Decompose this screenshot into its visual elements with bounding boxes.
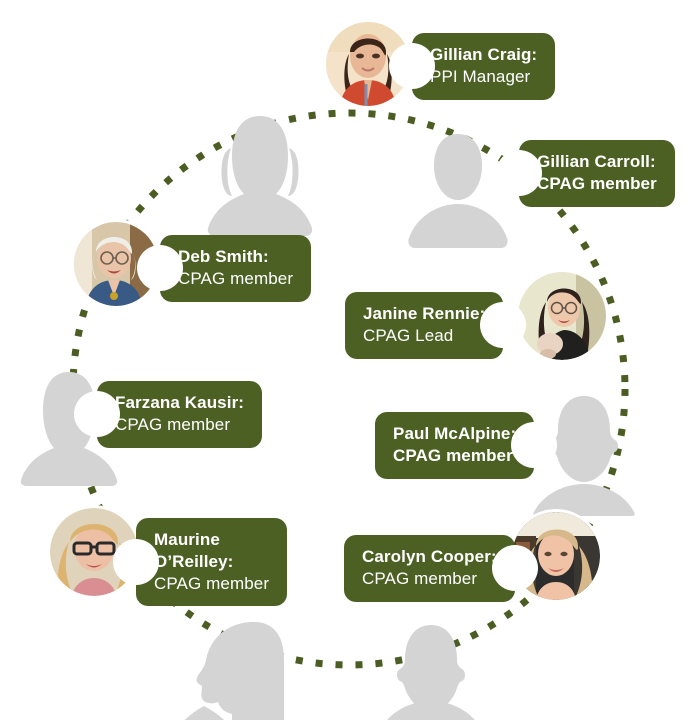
avatar-placeholder-bottom-left — [184, 620, 294, 720]
pill-notch — [491, 545, 538, 592]
member-name-line2: O’Reilley: — [154, 551, 234, 571]
label-janine-rennie[interactable]: Janine Rennie: CPAG Lead — [345, 292, 527, 359]
label-gillian-carroll[interactable]: Gillian Carroll: CPAG member — [496, 140, 675, 207]
member-role: CPAG member — [393, 445, 513, 465]
pill-notch — [496, 150, 542, 197]
member-role: PPI Manager — [430, 66, 531, 86]
avatar-placeholder-gillian-carroll — [406, 130, 510, 248]
member-role: CPAG Lead — [363, 325, 454, 345]
avatar-gillian-craig — [326, 22, 410, 106]
label-maurine-oreilley[interactable]: Maurine O’Reilley: CPAG member — [113, 518, 288, 607]
member-role: CPAG member — [178, 268, 294, 288]
member-name: Gillian Craig: — [430, 45, 538, 64]
member-role: CPAG member — [115, 414, 231, 434]
member-name: Janine Rennie: — [363, 304, 486, 323]
member-role: CPAG member — [154, 573, 270, 593]
pill-notch — [74, 391, 120, 438]
pill-notch — [511, 422, 558, 469]
member-name: Gillian Carroll: — [537, 152, 656, 171]
member-name: Paul McAlpine: — [393, 424, 517, 443]
pill-notch — [480, 302, 527, 349]
member-name: Deb Smith: — [178, 247, 269, 266]
member-role: CPAG member — [362, 568, 478, 588]
label-deb-smith[interactable]: Deb Smith: CPAG member — [137, 235, 312, 302]
avatar-placeholder-top-left — [206, 110, 314, 236]
pill-notch — [113, 539, 159, 586]
label-gillian-craig[interactable]: Gillian Craig: PPI Manager — [389, 33, 556, 100]
member-name: Farzana Kausir: — [115, 393, 245, 412]
avatar-placeholder-paul-mcalpine — [530, 392, 638, 516]
pill-notch — [389, 43, 435, 90]
label-paul-mcalpine[interactable]: Paul McAlpine: CPAG member — [375, 412, 558, 479]
label-farzana-kausir[interactable]: Farzana Kausir: CPAG member — [74, 381, 263, 448]
pill-notch — [137, 245, 183, 292]
member-name: Carolyn Cooper: — [362, 547, 497, 566]
avatar-placeholder-bottom-right — [378, 623, 484, 720]
label-carolyn-cooper[interactable]: Carolyn Cooper: CPAG member — [344, 535, 538, 602]
member-role: CPAG member — [537, 173, 657, 193]
member-name-line1: Maurine — [154, 530, 220, 549]
avatar-janine-rennie — [518, 272, 606, 360]
